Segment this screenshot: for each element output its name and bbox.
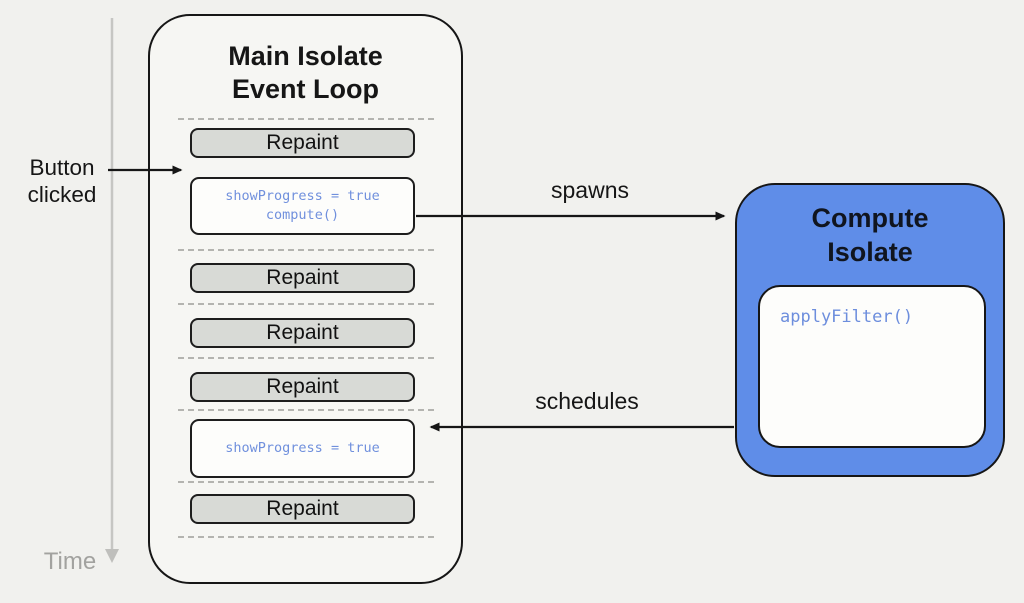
dashed-separator	[178, 357, 434, 359]
main-isolate-box: Main Isolate Event Loop Repaint showProg…	[148, 14, 463, 584]
dashed-separator	[178, 409, 434, 411]
repaint-block: Repaint	[190, 263, 415, 293]
time-axis-label: Time	[43, 548, 97, 575]
compute-isolate-box: Compute Isolate applyFilter()	[735, 183, 1005, 477]
dashed-separator	[178, 481, 434, 483]
compute-isolate-title: Compute Isolate	[811, 203, 929, 267]
dashed-separator	[178, 118, 434, 120]
repaint-block: Repaint	[190, 372, 415, 402]
dashed-separator	[178, 303, 434, 305]
button-clicked-label: Button clicked	[27, 155, 97, 207]
spawns-label: spawns	[551, 177, 629, 203]
repaint-block: Repaint	[190, 128, 415, 158]
dashed-separator	[178, 249, 434, 251]
schedules-label: schedules	[535, 388, 639, 414]
code-block-spawn: showProgress = true compute()	[190, 177, 415, 235]
compute-code-box: applyFilter()	[758, 285, 986, 448]
apply-filter-code: applyFilter()	[780, 307, 914, 327]
repaint-block: Repaint	[190, 494, 415, 524]
dashed-separator	[178, 536, 434, 538]
repaint-block: Repaint	[190, 318, 415, 348]
main-isolate-title: Main Isolate Event Loop	[228, 41, 383, 104]
code-block-scheduled: showProgress = true	[190, 419, 415, 478]
